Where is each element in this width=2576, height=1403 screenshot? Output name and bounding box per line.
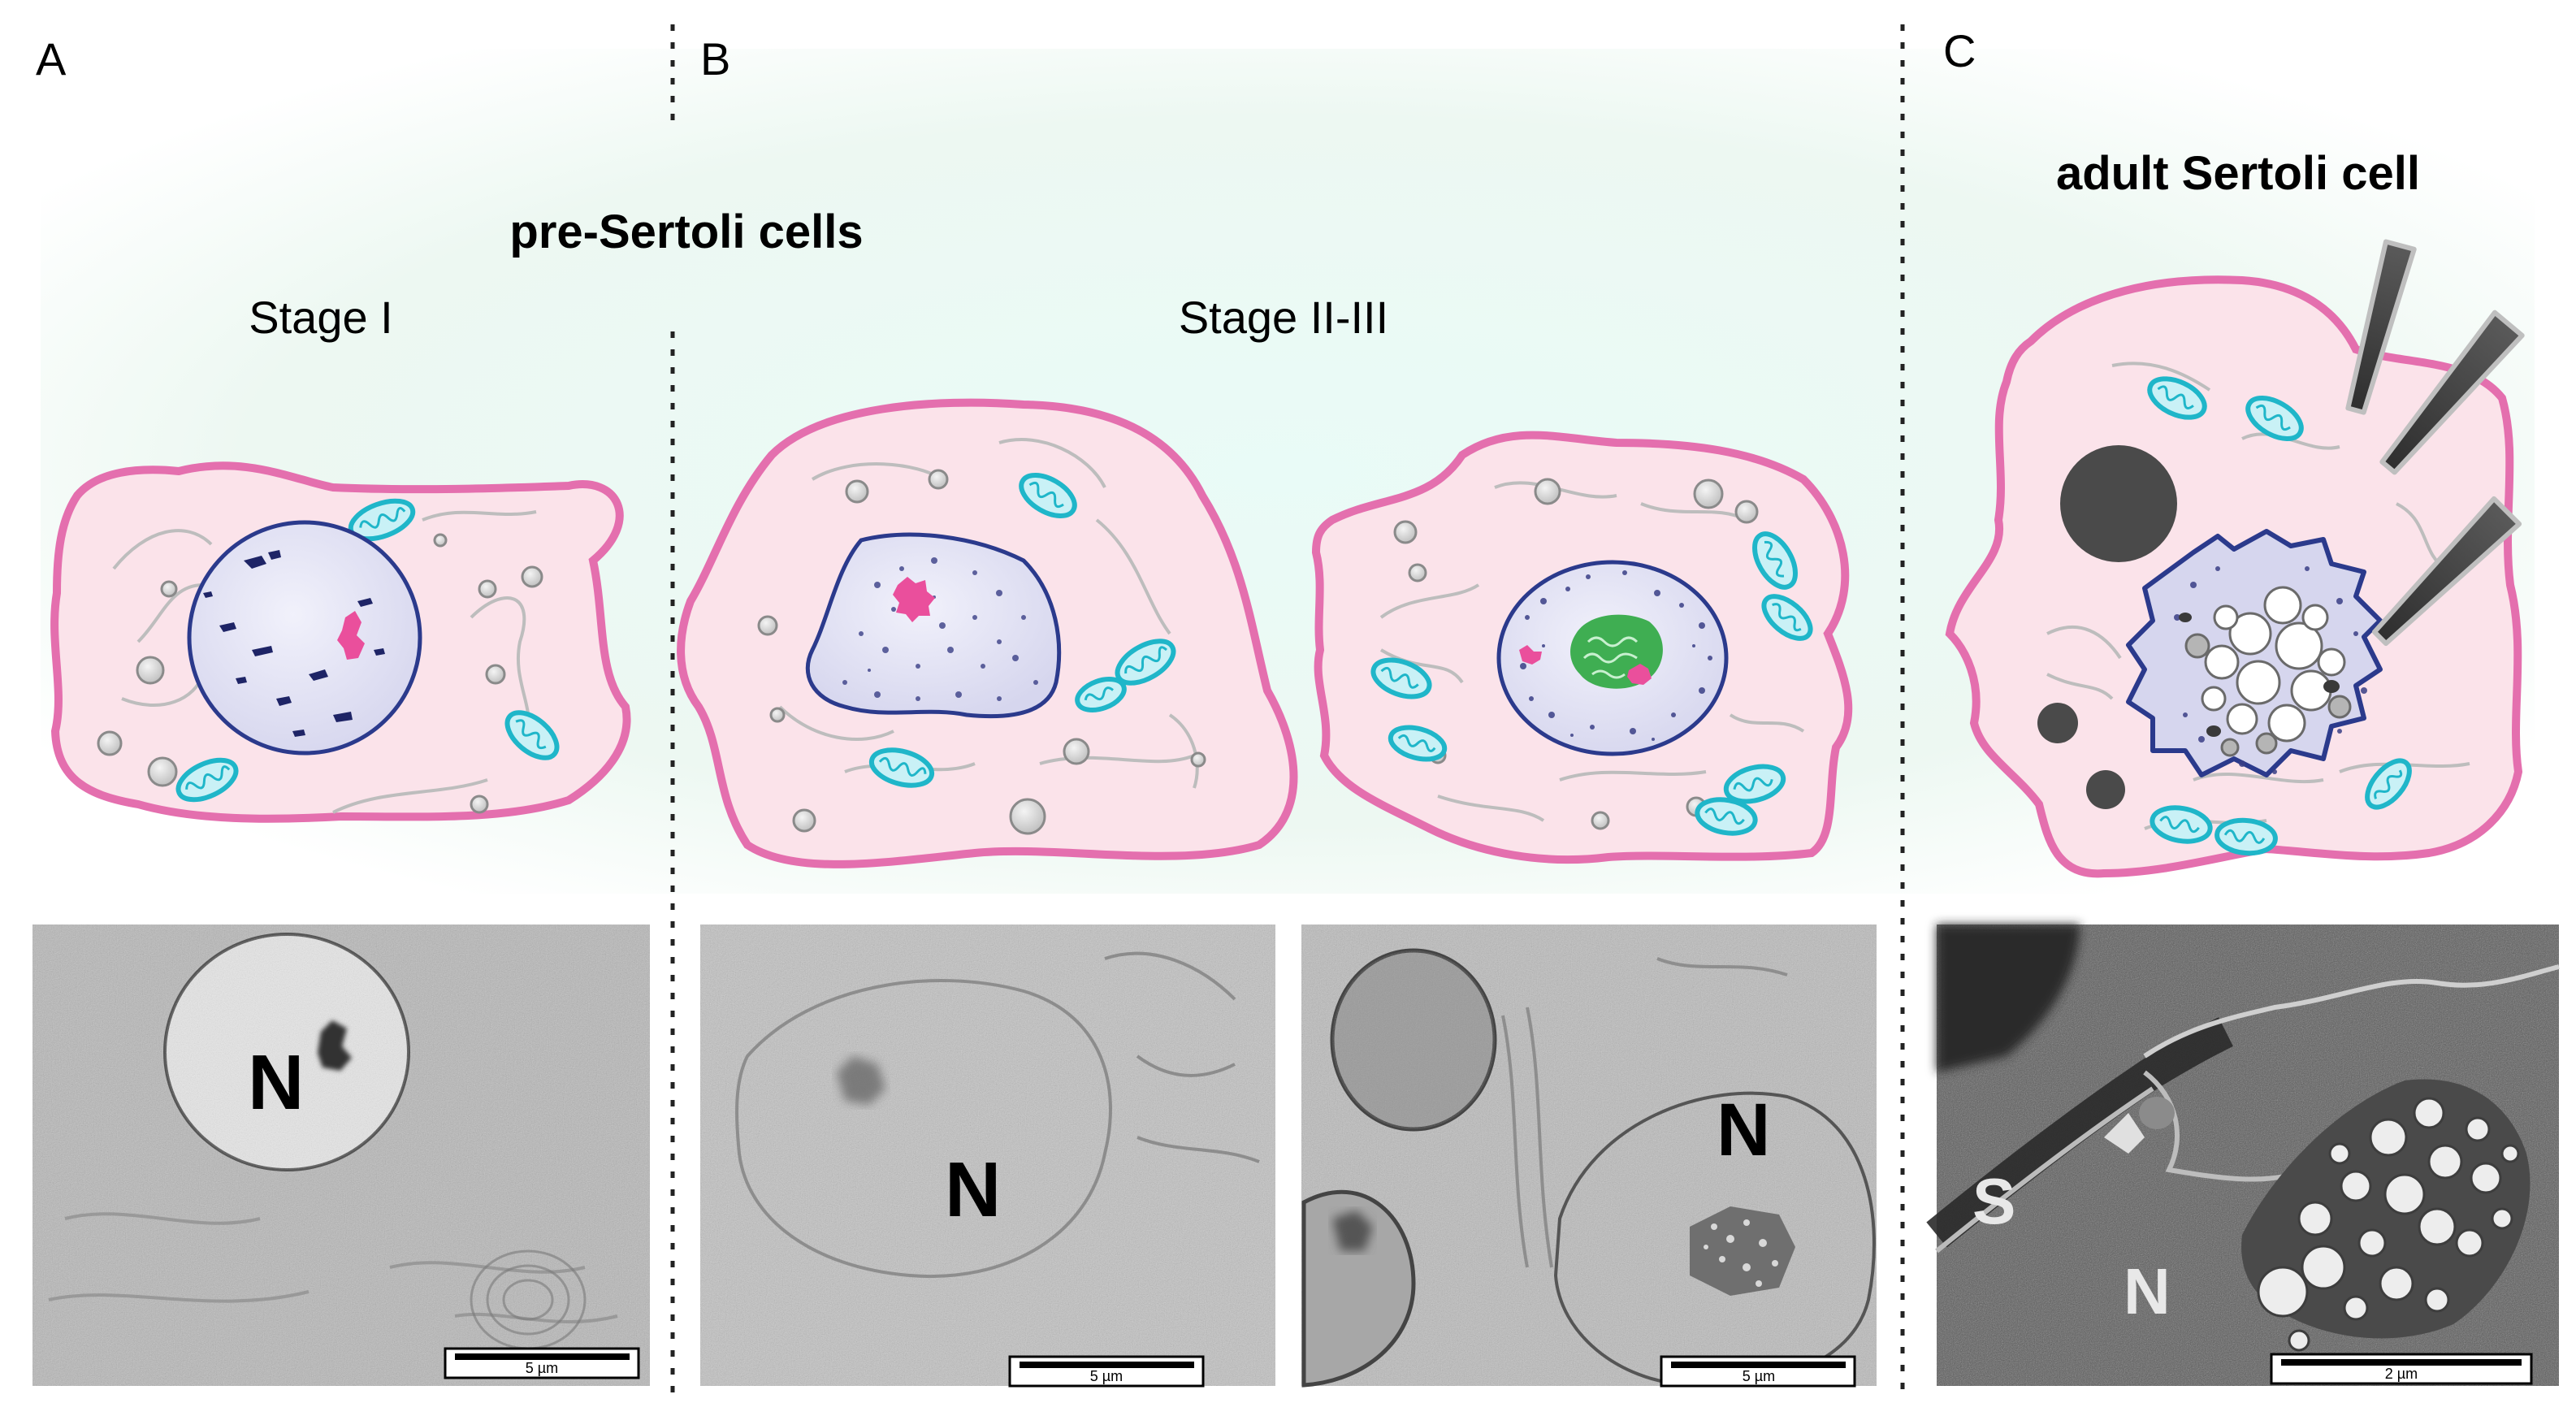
nucleolus-pink <box>1627 664 1652 685</box>
nucleolus <box>1690 1206 1795 1296</box>
nucleolus-pink <box>1519 645 1542 665</box>
lipid-droplets <box>2037 445 2177 809</box>
micrograph-4-sertoli-label: S <box>1972 1165 2015 1237</box>
stage-i-cell <box>50 461 631 823</box>
panel-a-stage-label: Stage I <box>249 292 392 343</box>
micrograph-adult: S N 2 µm <box>1926 925 2560 1386</box>
group-title: pre-Sertoli cells <box>509 206 863 258</box>
mitochondria <box>1370 531 1813 836</box>
vesicles <box>97 533 543 814</box>
chromatin <box>842 557 1038 701</box>
nucleus <box>805 532 1062 719</box>
panel-a-letter: A <box>36 33 67 84</box>
mitochondria <box>868 473 1176 788</box>
vacuoles <box>2241 1079 2531 1352</box>
chromatin <box>1520 570 1712 741</box>
nucleus <box>1496 560 1729 756</box>
micrograph-stage-ii: N 5 µm <box>700 925 1275 1388</box>
panel-b-letter: B <box>700 33 730 84</box>
micrograph-1-scale-label: 5 µm <box>526 1360 558 1376</box>
micrograph-4-nucleus-label: N <box>2124 1255 2171 1327</box>
nucleus <box>2126 529 2383 777</box>
panel-c-title: adult Sertoli cell <box>2056 147 2420 200</box>
panel-b-stage-label: Stage II-III <box>1179 292 1388 343</box>
micrograph-2-scale-label: 5 µm <box>1090 1368 1123 1384</box>
spermatid-heads <box>2345 239 2525 647</box>
mitochondria <box>2147 376 2412 856</box>
panel-separators <box>670 24 1905 1393</box>
micrograph-3-nucleus-label: N <box>1717 1089 1770 1171</box>
micrograph-stage-i: N 5 µm <box>32 925 650 1386</box>
vacuoles <box>2179 586 2352 757</box>
vesicles <box>757 469 1206 835</box>
micrograph-1-nucleus-label: N <box>248 1039 304 1126</box>
micrograph-2-nucleus-label: N <box>945 1146 1001 1233</box>
stage-iii-cell-2 <box>1311 431 1853 864</box>
nucleolus <box>893 577 935 622</box>
micrograph-4-scale-label: 2 µm <box>2385 1366 2418 1382</box>
nucleus <box>187 520 422 756</box>
nucleolus <box>337 611 365 660</box>
panel-c-letter: C <box>1943 25 1976 76</box>
chromatin <box>2174 566 2367 774</box>
micrograph-3-scale-label: 5 µm <box>1743 1368 1775 1384</box>
endoplasmic-reticulum <box>1379 481 1805 822</box>
mitochondria <box>175 498 560 803</box>
chromatin <box>203 550 385 737</box>
micrograph-stage-iii: N 5 µm <box>1301 925 1877 1388</box>
adult-sertoli-cell <box>1945 239 2525 878</box>
stage-ii-cell-1 <box>677 398 1298 868</box>
